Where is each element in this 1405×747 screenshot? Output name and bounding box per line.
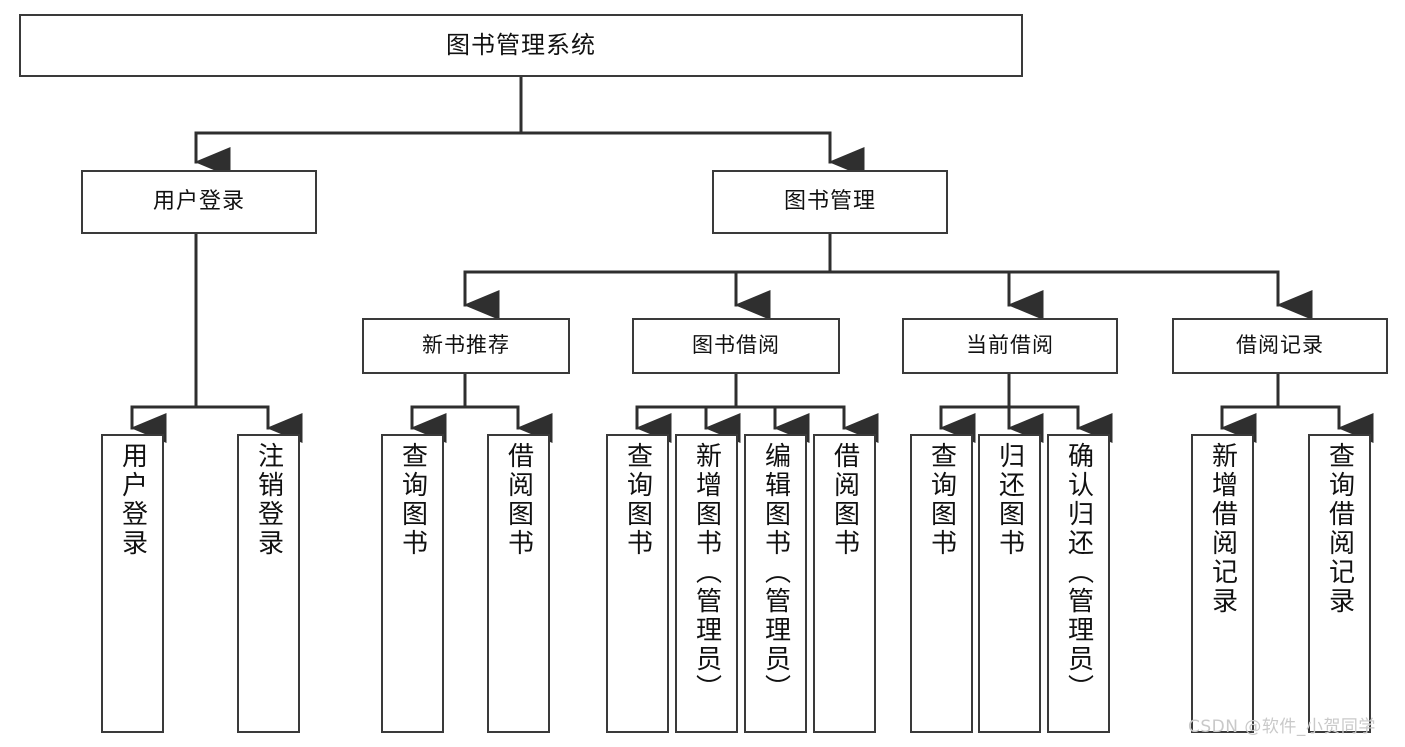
node-label: 查询图书	[397, 442, 428, 558]
node-label: 新书推荐	[422, 333, 510, 358]
node-user-login[interactable]: 用户登录	[81, 170, 317, 234]
leaf-query-book-current[interactable]: 查询图书	[910, 434, 973, 733]
csdn-watermark: CSDN @软件_小贺同学	[1188, 717, 1376, 737]
node-label: 用户登录	[117, 442, 148, 558]
node-label: 图书管理	[783, 188, 876, 214]
node-root-book-management-system[interactable]: 图书管理系统	[19, 14, 1023, 77]
node-borrow-record[interactable]: 借阅记录	[1172, 318, 1388, 374]
node-label: 查询图书	[622, 442, 653, 558]
leaf-add-book-admin[interactable]: 新增图书（管理员）	[675, 434, 738, 733]
node-book-management[interactable]: 图书管理	[712, 170, 948, 234]
node-label: 图书管理系统	[446, 30, 596, 59]
leaf-logout[interactable]: 注销登录	[237, 434, 300, 733]
node-label: 借阅图书	[503, 442, 534, 558]
node-label: 当前借阅	[966, 333, 1054, 358]
node-label: 查询借阅记录	[1324, 442, 1355, 616]
leaf-borrow-book[interactable]: 借阅图书	[813, 434, 876, 733]
node-label: 确认归还（管理员）	[1063, 442, 1094, 703]
node-label: 借阅图书	[829, 442, 860, 558]
node-label: 归还图书	[994, 442, 1025, 558]
leaf-query-borrow-record[interactable]: 查询借阅记录	[1308, 434, 1371, 733]
node-label: 用户登录	[152, 188, 245, 214]
leaf-user-login[interactable]: 用户登录	[101, 434, 164, 733]
leaf-add-borrow-record[interactable]: 新增借阅记录	[1191, 434, 1254, 733]
leaf-confirm-return-admin[interactable]: 确认归还（管理员）	[1047, 434, 1110, 733]
node-label: 新增图书（管理员）	[691, 442, 722, 703]
node-label: 编辑图书（管理员）	[760, 442, 791, 703]
node-label: 查询图书	[926, 442, 957, 558]
node-label: 图书借阅	[692, 333, 780, 358]
leaf-return-book[interactable]: 归还图书	[978, 434, 1041, 733]
node-current-borrow[interactable]: 当前借阅	[902, 318, 1118, 374]
leaf-edit-book-admin[interactable]: 编辑图书（管理员）	[744, 434, 807, 733]
node-book-borrow[interactable]: 图书借阅	[632, 318, 840, 374]
leaf-borrow-book-recommend[interactable]: 借阅图书	[487, 434, 550, 733]
leaf-query-book-borrow[interactable]: 查询图书	[606, 434, 669, 733]
node-label: 注销登录	[253, 442, 284, 558]
node-label: 借阅记录	[1236, 333, 1324, 358]
leaf-query-book-recommend[interactable]: 查询图书	[381, 434, 444, 733]
node-new-book-recommend[interactable]: 新书推荐	[362, 318, 570, 374]
node-label: 新增借阅记录	[1207, 442, 1238, 616]
